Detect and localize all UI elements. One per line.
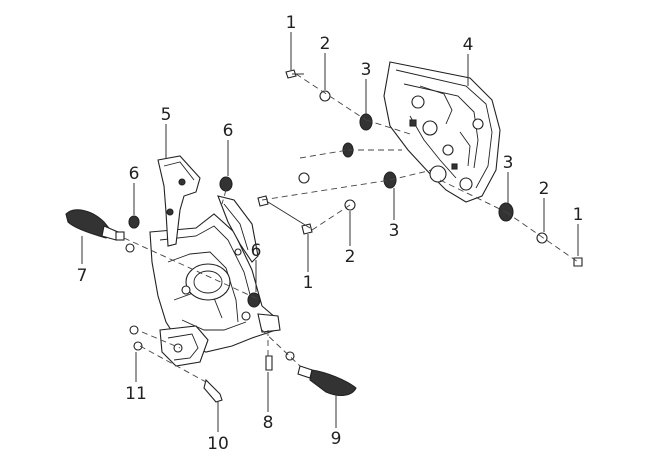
fasteners <box>125 69 583 403</box>
right-turn-signal <box>297 365 357 397</box>
callout-1-centre: 1 <box>303 273 314 293</box>
mounting-frame-bracket <box>149 213 281 367</box>
callout-7: 7 <box>77 266 88 286</box>
callout-6-lower: 6 <box>251 241 262 261</box>
callout-labels: 1 2 3 4 5 6 6 6 7 3 3 2 1 2 1 11 10 8 9 <box>77 13 584 454</box>
callout-3-top: 3 <box>361 60 372 80</box>
bracket-plate-5 <box>157 155 201 247</box>
callout-1-top: 1 <box>286 13 297 33</box>
callout-6-upper: 6 <box>223 121 234 141</box>
assembly-lines <box>123 73 579 383</box>
callout-10: 10 <box>207 434 229 454</box>
callout-3-right: 3 <box>503 153 514 173</box>
callout-1-right: 1 <box>573 205 584 225</box>
right-upper-plate <box>217 195 259 263</box>
callout-5: 5 <box>161 105 172 125</box>
callout-11: 11 <box>125 384 147 404</box>
left-turn-signal <box>65 209 125 241</box>
headlight-assembly <box>383 61 501 203</box>
callout-4: 4 <box>463 35 474 55</box>
callout-2-top: 2 <box>320 34 331 54</box>
callout-6-left: 6 <box>129 164 140 184</box>
callout-2-centre: 2 <box>345 247 356 267</box>
leader-lines <box>81 32 579 432</box>
callout-8: 8 <box>263 413 274 433</box>
callout-3-centre: 3 <box>389 221 400 241</box>
callout-9: 9 <box>331 429 342 449</box>
callout-2-right: 2 <box>539 179 550 199</box>
